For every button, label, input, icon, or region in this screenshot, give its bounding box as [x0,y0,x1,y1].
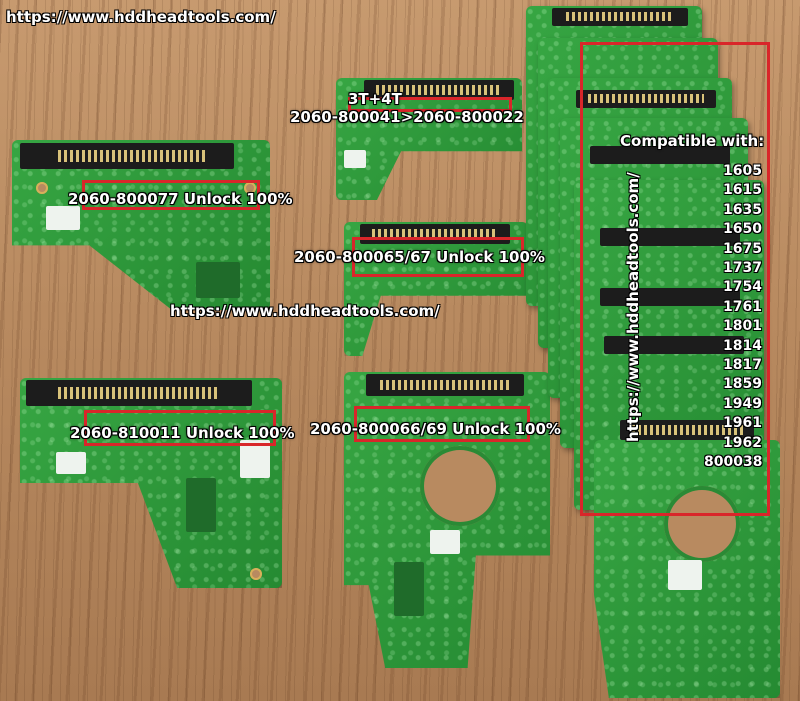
compatibility-title: Compatible with: [620,132,765,150]
model-item: 1635 [723,201,762,218]
watermark-vertical: https://www.hddheadtools.com/ [624,172,642,442]
compatibility-model-list: 1605 1615 1635 1650 1675 1737 1754 1761 … [704,162,762,473]
model-item: 1814 [723,337,762,354]
model-item: 1737 [723,260,762,277]
highlight-box-board-center-bottom [354,406,530,442]
highlight-box-board-center-mid [352,237,524,277]
label-board-top-center-line2: 2060-800041>2060-800022 [290,108,524,126]
label-board-center-mid: 2060-800065/67 Unlock 100% [294,248,545,266]
highlight-box-board-left-top [82,180,260,210]
label-board-left-bottom: 2060-810011 Unlock 100% [70,424,295,442]
label-board-top-center-line1: 3T+4T [348,90,402,108]
model-item: 1949 [723,395,762,412]
model-item: 1754 [723,279,762,296]
model-item: 1650 [723,221,762,238]
label-board-left-top: 2060-800077 Unlock 100% [68,190,293,208]
highlight-box-board-left-bottom [84,410,276,446]
model-item: 1761 [723,298,762,315]
model-item: 1801 [723,318,762,335]
label-board-center-bottom: 2060-800066/69 Unlock 100% [310,420,561,438]
model-item: 1962 [723,434,762,451]
model-item: 1605 [723,163,762,179]
highlight-box-board-top-center [348,97,512,112]
watermark-middle: https://www.hddheadtools.com/ [170,302,440,320]
model-item: 1615 [723,182,762,199]
watermark-top-left: https://www.hddheadtools.com/ [6,8,276,26]
model-item: 1817 [723,357,762,374]
model-item: 1961 [723,415,762,432]
model-item: 1859 [723,376,762,393]
highlight-box-compatibility [580,42,770,516]
model-item: 800038 [704,454,763,471]
model-item: 1675 [723,240,762,257]
